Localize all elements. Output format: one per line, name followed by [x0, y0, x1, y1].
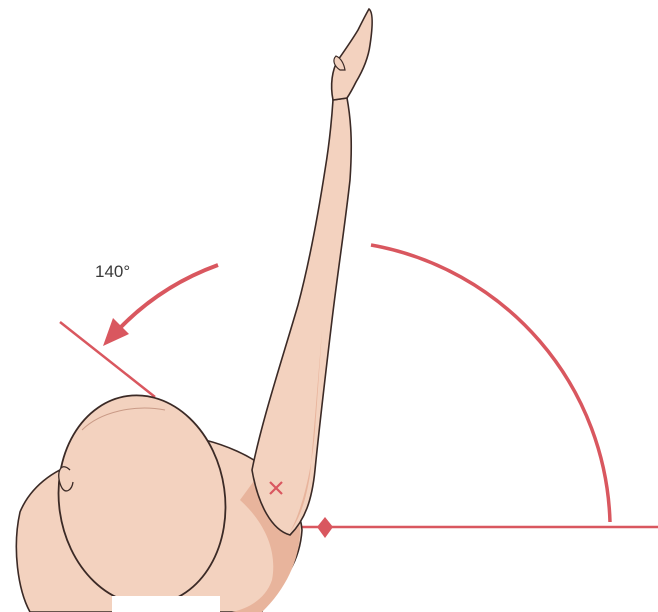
- body-illustration: [16, 9, 372, 612]
- raised-arm: [252, 98, 351, 535]
- pivot-point-marker: [317, 517, 333, 538]
- angle-label: 140°: [95, 262, 130, 281]
- range-of-motion-arc: [371, 245, 610, 522]
- end-position-line: [60, 322, 155, 397]
- movement-arrow: [118, 265, 218, 330]
- bottom-blank-area: [112, 596, 220, 612]
- hand: [332, 9, 373, 100]
